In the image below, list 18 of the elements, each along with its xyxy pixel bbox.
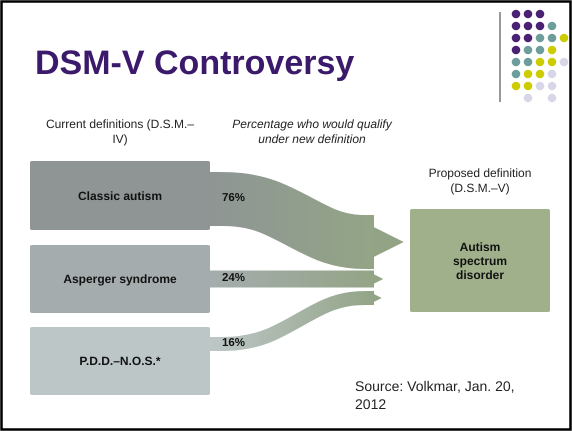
flow-arrow xyxy=(210,291,382,351)
node-label: Autism spectrum disorder xyxy=(452,240,508,282)
slide-title: DSM-V Controversy xyxy=(35,44,354,83)
category-box xyxy=(30,161,210,230)
edge-label: 16% xyxy=(222,337,246,349)
category-box xyxy=(30,245,210,313)
flow-arrow xyxy=(210,270,384,288)
column-heading: Current definitions (D.S.M.–IV) xyxy=(44,117,196,147)
category-box xyxy=(30,327,210,395)
node-label: Asperger syndrome xyxy=(63,272,177,286)
edge-label: 24% xyxy=(222,272,246,284)
node-caption: Proposed definition (D.S.M.–V) xyxy=(428,166,532,196)
result-box xyxy=(410,209,550,312)
node-label: Classic autism xyxy=(78,188,162,202)
source-note: Source: Volkmar, Jan. 20, 2012 xyxy=(355,377,516,413)
column-heading: Percentage who would qualify under new definition xyxy=(231,117,394,147)
node-label: P.D.D.–N.O.S.* xyxy=(79,354,161,368)
edge-label: 76% xyxy=(222,192,246,204)
